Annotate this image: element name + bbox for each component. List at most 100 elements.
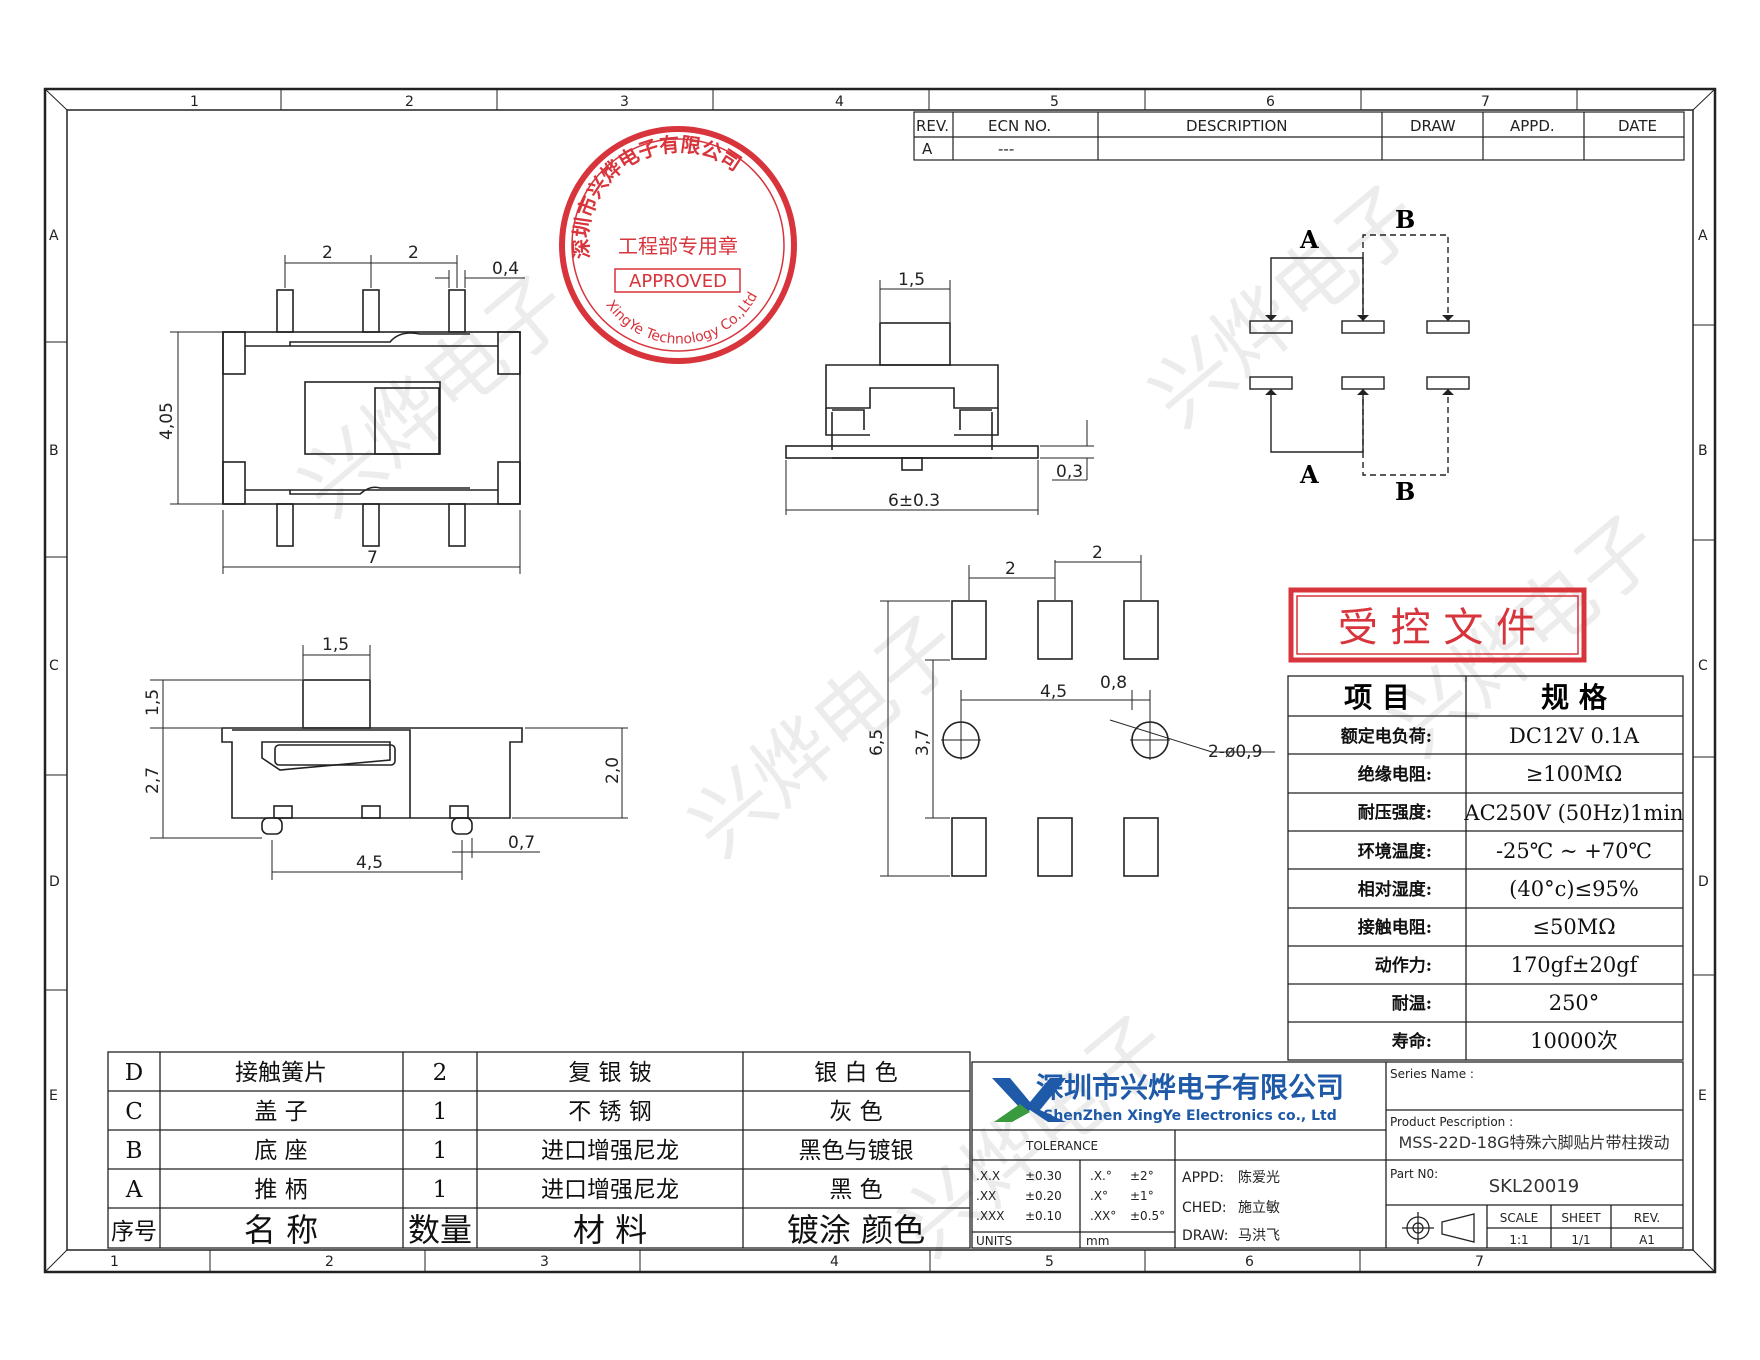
appd-label: APPD: (1182, 1170, 1224, 1186)
spec-value: 10000次 (1530, 1029, 1618, 1053)
zone-col: 6 (1245, 1254, 1254, 1270)
dim-top-pitch-1: 2 (322, 243, 333, 263)
dim-front-body-h: 2,7 (143, 767, 163, 794)
bom-qty: 1 (433, 1099, 448, 1125)
rev-label: REV. (1634, 1211, 1660, 1225)
watermark: 兴烨电子 (282, 258, 587, 535)
spec-value: 170gf±20gf (1511, 953, 1640, 977)
spec-key: 绝缘电阻: (1358, 764, 1432, 785)
rev-header: REV. (916, 117, 949, 135)
tol-a: .XX (976, 1189, 996, 1203)
approval-stamp: 深圳市兴烨电子有限公司 XingYe Technology Co.,Ltd 工程… (559, 126, 797, 364)
bom-id: D (125, 1060, 143, 1086)
zone-row: A (1698, 228, 1708, 244)
zone-col: 4 (830, 1254, 839, 1270)
spec-key: 耐温: (1392, 993, 1432, 1014)
ecn-value: --- (998, 140, 1014, 158)
top-view (222, 289, 521, 547)
bom-qty: 2 (433, 1060, 448, 1086)
stamp-dept: 工程部专用章 (618, 234, 738, 258)
controlled-stamp-text: 受 控 文 件 (1338, 605, 1536, 651)
bom-color: 银 白 色 (814, 1060, 898, 1086)
rev-value: A1 (1639, 1233, 1655, 1247)
date-header: DATE (1618, 117, 1657, 135)
spec-value: AC250V (50Hz)1min (1463, 801, 1683, 825)
zone-col: 1 (190, 94, 199, 110)
bom-name: 接触簧片 (235, 1060, 327, 1086)
bom-color: 黑色与镀银 (799, 1138, 914, 1164)
tol-c: .XX° (1090, 1209, 1116, 1223)
tol-c: .X.° (1090, 1169, 1112, 1183)
spec-value: -25℃ ~ +70℃ (1496, 839, 1652, 863)
controlled-document-stamp: 受 控 文 件 (1288, 587, 1587, 663)
schematic-label-a-top: A (1299, 225, 1319, 254)
bom-header-id: 序号 (111, 1219, 157, 1245)
svg-text:XingYe Technology Co.,Ltd: XingYe Technology Co.,Ltd (602, 289, 761, 347)
zone-col: 2 (405, 94, 414, 110)
dim-side-knob: 1,5 (898, 270, 925, 290)
part-number: SKL20019 (1489, 1176, 1580, 1197)
dim-top-pin: 0,4 (492, 259, 519, 279)
zone-row: E (1698, 1088, 1707, 1104)
bom-material: 进口增强尼龙 (541, 1177, 679, 1203)
draw-name: 马洪飞 (1238, 1228, 1280, 1244)
spec-rows: 额定电负荷: DC12V 0.1A 绝缘电阻: ≥100MΩ 耐压强度: AC2… (1341, 724, 1684, 1053)
schematic-label-b-top: B (1395, 205, 1415, 234)
appd-header: APPD. (1510, 117, 1555, 135)
zone-col: 1 (110, 1254, 119, 1270)
dim-pad-pitch-2: 2 (1092, 543, 1103, 563)
tol-b: ±0.10 (1025, 1209, 1062, 1223)
revision-headers: REV. ECN NO. DESCRIPTION DRAW APPD. DATE… (916, 117, 1657, 158)
dim-front-pin: 0,7 (508, 833, 535, 853)
tolerance-rows: .X.X ±0.30 .X.° ±2° .XX ±0.20 .X° ±1° .X… (976, 1169, 1165, 1223)
sheet-label: SHEET (1561, 1211, 1601, 1225)
bom-name: 盖 子 (254, 1099, 307, 1125)
product-description: MSS-22D-18G特殊六脚贴片带柱拨动 (1398, 1133, 1669, 1152)
front-view (221, 679, 523, 835)
dim-pad-hole-dia: 2-ø0,9 (1208, 742, 1262, 762)
tolerance-label: TOLERANCE (1025, 1139, 1098, 1153)
bom-header-material: 材 料 (573, 1211, 647, 1249)
series-label: Series Name : (1390, 1067, 1474, 1081)
bom-header-color: 镀涂 颜色 (787, 1211, 925, 1249)
zone-col: 3 (620, 94, 629, 110)
spec-key: 额定电负荷: (1341, 726, 1432, 747)
dim-pad-hole-off: 0,8 (1100, 673, 1127, 693)
bom-material: 进口增强尼龙 (541, 1138, 679, 1164)
side-view (785, 322, 1039, 471)
tol-d: ±2° (1130, 1169, 1154, 1183)
description-label: Product Pescription : (1390, 1115, 1513, 1129)
bom-header-qty: 数量 (408, 1211, 472, 1249)
front-view-dims (150, 645, 628, 880)
bom-material: 不 锈 钢 (568, 1099, 652, 1125)
bom-name: 底 座 (254, 1138, 307, 1164)
spec-value: (40°c)≤95% (1509, 877, 1639, 901)
sheet-value: 1/1 (1571, 1233, 1590, 1247)
scale-label: SCALE (1500, 1211, 1538, 1225)
zone-col: 7 (1475, 1254, 1484, 1270)
bom-rows: D 接触簧片 2 复 银 铍 银 白 色 C 盖 子 1 不 锈 钢 灰 色 B… (111, 1060, 925, 1249)
bom-color: 灰 色 (829, 1099, 882, 1125)
dim-pad-hole-y: 3,7 (913, 729, 933, 756)
revision-block (913, 111, 1685, 161)
schematic-label-a-bottom: A (1299, 460, 1319, 489)
projection-symbol-icon (1402, 1212, 1475, 1244)
company-name-cn: 深圳市兴烨电子有限公司 (1036, 1071, 1344, 1104)
zone-labels-left: A B C D E (49, 228, 60, 1104)
spec-value: DC12V 0.1A (1509, 724, 1640, 748)
zone-labels-bottom: 1 2 3 4 5 6 7 (110, 1254, 1484, 1270)
company-logo (992, 1078, 1066, 1122)
part-number-label: Part N0: (1390, 1167, 1438, 1181)
zone-row: B (49, 443, 59, 459)
dim-top-pitch-2: 2 (408, 243, 419, 263)
spec-header-spec: 规 格 (1541, 681, 1608, 714)
zone-col: 5 (1050, 94, 1059, 110)
spec-key: 相对湿度: (1358, 879, 1432, 900)
spec-key: 寿命: (1392, 1031, 1432, 1052)
dim-front-knob-h: 1,5 (143, 689, 163, 716)
tol-d: ±0.5° (1130, 1209, 1165, 1223)
zone-row: D (1698, 874, 1709, 890)
ched-name: 施立敏 (1238, 1200, 1280, 1216)
dim-top-height: 4,05 (157, 402, 177, 440)
